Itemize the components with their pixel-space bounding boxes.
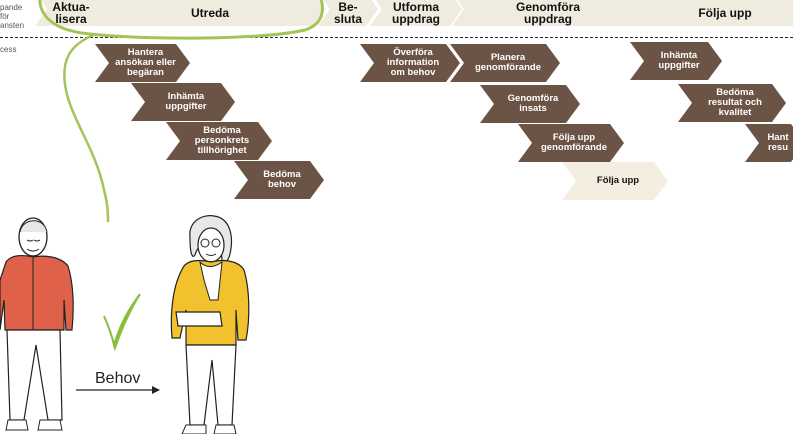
phase-besluta: Be- sluta: [318, 0, 378, 26]
activity-bedoma-resultat: Bedöma resultat och kvalitet: [678, 84, 786, 122]
left-label-2: för: [0, 12, 10, 21]
phase-label: Genomföra uppdrag: [515, 0, 580, 26]
activity-label: Följa upp genomförande: [541, 132, 607, 153]
left-label-1: pande: [0, 3, 23, 12]
arrow-icon: [76, 386, 160, 394]
highlight-ring: [38, 0, 324, 223]
phase-label: Utreda: [190, 6, 229, 20]
activity-label: Bedöma behov: [263, 169, 301, 190]
phase-aktualisera: Aktua- lisera: [35, 0, 107, 26]
activity-folja-upp-genomforande: Följa upp genomförande: [518, 124, 624, 162]
phase-genomfora-uppdrag: Genomföra uppdrag: [452, 0, 644, 26]
person-left-illustration: [0, 217, 74, 431]
activity-label: Följa upp: [596, 175, 640, 186]
activity-hantera-cut: Hant resu: [745, 124, 793, 162]
phase-utreda: Utreda: [95, 0, 325, 26]
activity-label: Bedöma resultat och kvalitet: [708, 87, 762, 118]
left-label-4: cess: [0, 45, 17, 54]
activity-label: Genomföra insats: [507, 93, 559, 114]
activity-planera-genomforande: Planera genomförande: [450, 44, 560, 82]
activity-label: Hantera ansökan eller begäran: [115, 47, 176, 78]
activity-label: Bedöma personkrets tillhörighet: [194, 125, 250, 156]
activity-inhamta-uppgifter-1: Inhämta uppgifter: [131, 83, 235, 121]
activity-label: Överföra information om behov: [386, 47, 440, 78]
phase-label: Aktua- lisera: [52, 0, 90, 26]
behov-label: Behov: [95, 370, 141, 387]
phase-folja-upp: Följa upp: [625, 0, 793, 26]
activity-label: Inhämta uppgifter: [165, 91, 207, 112]
phase-label: Följa upp: [698, 6, 752, 20]
activity-label: Planera genomförande: [475, 52, 541, 73]
phase-label: Utforma uppdrag: [392, 0, 440, 26]
activity-hantera-ansokan: Hantera ansökan eller begäran: [95, 44, 190, 82]
activity-folja-upp: Följa upp: [562, 162, 668, 200]
activity-label: Inhämta uppgifter: [658, 50, 700, 71]
process-divider-line: [0, 37, 793, 38]
checkmark-icon: [103, 293, 141, 352]
activity-label: Hant resu: [767, 132, 789, 153]
activity-genomfora-insats: Genomföra insats: [480, 85, 580, 123]
phase-label: Be- sluta: [333, 0, 362, 26]
activity-bedoma-behov: Bedöma behov: [234, 161, 324, 199]
activity-bedoma-personkrets: Bedöma personkrets tillhörighet: [166, 122, 272, 160]
phase-utforma-uppdrag: Utforma uppdrag: [370, 0, 462, 26]
person-right-illustration: [170, 215, 250, 434]
left-label-3: ansten: [0, 21, 25, 30]
activity-inhamta-uppgifter-2: Inhämta uppgifter: [630, 42, 722, 80]
activity-overfora-information: Överföra information om behov: [360, 44, 460, 82]
